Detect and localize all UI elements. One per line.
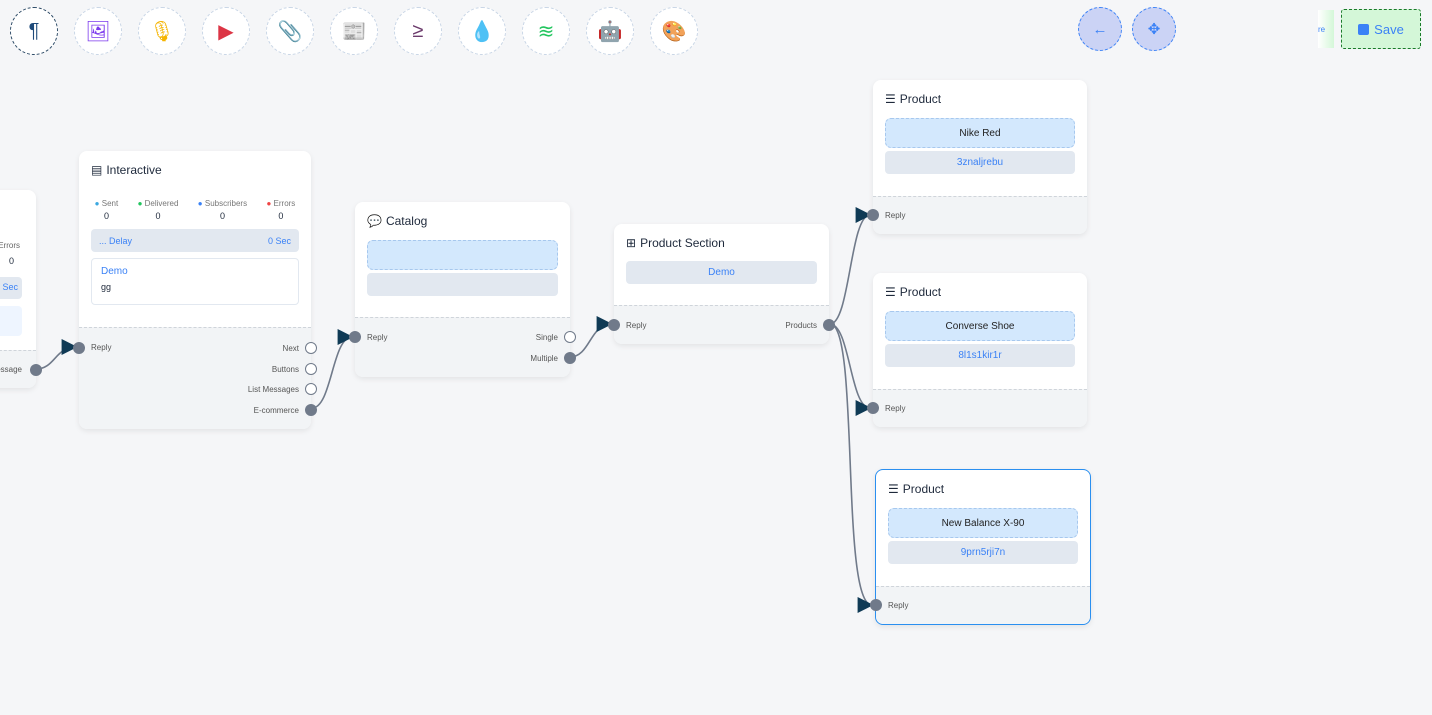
palette-icon: 🎨 — [661, 20, 687, 43]
partial-button[interactable]: re — [1318, 10, 1334, 48]
stat-icon: ● — [266, 199, 272, 208]
paperclip-icon: 📎 — [277, 20, 303, 43]
save-button[interactable]: Save — [1341, 9, 1421, 49]
output-handle[interactable] — [305, 383, 317, 395]
tool-button[interactable]: ≋ — [522, 7, 570, 55]
output-handle[interactable] — [305, 403, 317, 416]
product-id: 8l1s1kir1r — [885, 344, 1075, 367]
input-handle[interactable] — [867, 402, 879, 414]
microphone-icon: 🎙 — [149, 20, 175, 43]
bars-icon: ☰ — [885, 92, 896, 106]
tool-button[interactable]: 💧 — [458, 7, 506, 55]
image-icon: 🖼 — [85, 20, 111, 43]
edge — [829, 207, 872, 325]
robot-icon: 🤖 — [597, 20, 623, 43]
tool-button[interactable]: 🎙 — [138, 7, 186, 55]
tool-button[interactable]: ≥ — [394, 7, 442, 55]
tool-button[interactable]: 🤖 — [586, 7, 634, 55]
tool-button[interactable]: 📎 — [266, 7, 314, 55]
tool-button[interactable]: 📰 — [330, 7, 378, 55]
stat-icon: ● — [94, 199, 100, 208]
product-id: 3znaljrebu — [885, 151, 1075, 174]
input-handle[interactable] — [73, 342, 85, 354]
arrow-left-icon: ← — [1092, 20, 1108, 38]
edge — [569, 316, 613, 358]
edge — [829, 323, 872, 416]
newspaper-icon: 📰 — [341, 20, 367, 43]
tool-button[interactable]: 🎨 — [650, 7, 698, 55]
product-name[interactable]: New Balance X-90 — [888, 508, 1078, 538]
table-icon: ⊞ — [626, 236, 637, 250]
paragraph-icon: ¶ — [28, 19, 40, 42]
edge — [311, 329, 354, 409]
partial-node[interactable]: Errors 0 Sec Message — [0, 190, 42, 388]
product-node[interactable]: ☰Product New Balance X-90 9prn5rji7n Rep… — [870, 469, 1091, 625]
output-handle[interactable] — [305, 362, 317, 375]
product-node[interactable]: ☰Product Converse Shoe 8l1s1kir1r Reply — [867, 273, 1087, 427]
tool-button[interactable]: ▶ — [202, 7, 250, 55]
compress-icon: ✥ — [1147, 21, 1161, 38]
output-handle[interactable] — [564, 352, 576, 364]
stat-icon: ● — [137, 199, 143, 208]
input-handle[interactable] — [867, 209, 879, 221]
fit-view-button[interactable]: ✥ — [1132, 7, 1176, 51]
back-button[interactable]: ← — [1078, 7, 1122, 51]
stat-icon: ● — [197, 199, 203, 208]
tool-button[interactable]: ¶ — [10, 7, 58, 55]
stack-overflow-icon: ≋ — [537, 20, 555, 43]
floppy-icon — [1358, 23, 1370, 35]
product-node[interactable]: ☰Product Nike Red 3znaljrebu Reply — [867, 80, 1087, 234]
input-handle[interactable] — [608, 319, 620, 331]
edge — [829, 323, 874, 613]
product-name[interactable]: Nike Red — [885, 118, 1075, 148]
youtube-icon: ▶ — [218, 20, 234, 43]
bars-icon: ☰ — [885, 285, 896, 299]
tool-button[interactable]: 🖼 — [74, 7, 122, 55]
newspaper-icon: ▤ — [91, 163, 103, 177]
product-name[interactable]: Converse Shoe — [885, 311, 1075, 341]
output-handle[interactable] — [30, 364, 42, 376]
greater-equal-icon: ≥ — [412, 19, 424, 42]
drop-icon: 💧 — [469, 20, 495, 43]
input-handle[interactable] — [349, 331, 361, 343]
input-handle[interactable] — [870, 599, 882, 611]
output-handle[interactable] — [305, 342, 317, 354]
output-handle[interactable] — [564, 331, 576, 343]
comment-icon: 💬 — [367, 214, 382, 228]
product-section-node[interactable]: ⊞Product Section Demo Reply Products — [608, 224, 835, 344]
product-id: 9prn5rji7n — [888, 541, 1078, 564]
edge — [35, 339, 78, 370]
bars-icon: ☰ — [888, 482, 899, 496]
output-handle[interactable] — [823, 319, 835, 331]
catalog-node[interactable]: 💬Catalog Reply Single Multiple — [349, 202, 576, 377]
